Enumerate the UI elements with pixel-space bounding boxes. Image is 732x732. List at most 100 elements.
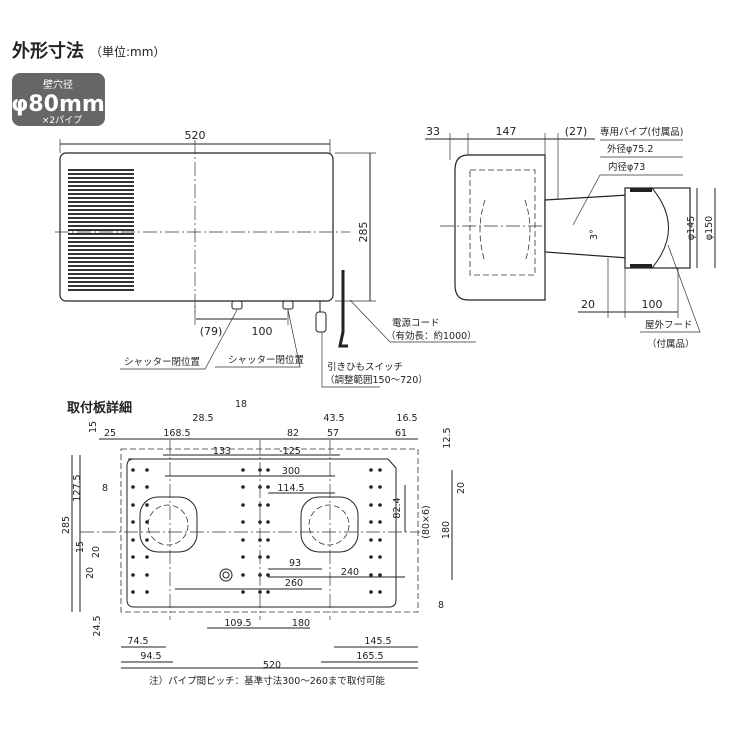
plate-outline <box>126 458 397 608</box>
dim-27: (27) <box>565 125 588 138</box>
plate-note: 注）パイプ間ピッチ：基準寸法300～260まで取付可能 <box>149 675 385 687</box>
dim-74-5: 74.5 <box>127 636 148 647</box>
screw-hole <box>145 590 149 594</box>
badge-label: 壁穴径 <box>43 78 73 91</box>
screw-hole <box>241 485 245 489</box>
shutter-label-2: シャッター閉位置 <box>228 354 304 366</box>
dim-pitch: 100 <box>252 325 273 338</box>
screw-hole <box>145 520 149 524</box>
screw-hole <box>241 520 245 524</box>
dim-109-5: 109.5 <box>224 618 251 629</box>
screw-hole <box>241 538 245 542</box>
screw-hole-grid <box>131 468 382 594</box>
screw-hole <box>378 555 382 559</box>
screw-hole <box>369 503 373 507</box>
screw-hole <box>266 503 270 507</box>
switch-range: （調整範囲150～720） <box>325 374 428 386</box>
dim-180v: 180 <box>441 521 452 539</box>
screw-hole <box>266 468 270 472</box>
dim-285: 285 <box>61 516 72 534</box>
screw-hole <box>131 485 135 489</box>
dim-300: 300 <box>282 466 300 477</box>
dim-24-5: 24.5 <box>92 615 103 636</box>
screw-hole <box>131 590 135 594</box>
wall-hole-badge: 壁穴径 φ80mm ×2パイプ <box>11 73 105 126</box>
dim-80x6: (80×6) <box>421 505 432 539</box>
dim-20b: 20 <box>85 567 96 579</box>
dim-82: 82 <box>287 428 299 439</box>
screw-hole <box>378 538 382 542</box>
dim-165-5: 165.5 <box>356 651 383 662</box>
dim-125: -125 <box>279 446 301 457</box>
screw-hole <box>131 538 135 542</box>
dim-57: 57 <box>327 428 339 439</box>
dim-20: 20 <box>581 298 595 311</box>
dim-114-5: 114.5 <box>277 483 304 494</box>
screw-hole <box>145 468 149 472</box>
screw-hole <box>241 555 245 559</box>
screw-hole <box>131 555 135 559</box>
screw-hole <box>369 573 373 577</box>
page-title: 外形寸法 <box>12 40 84 62</box>
screw-hole <box>378 503 382 507</box>
screw-hole <box>258 520 262 524</box>
screw-hole <box>369 555 373 559</box>
center-mark <box>219 568 233 582</box>
screw-hole <box>241 573 245 577</box>
dim-hood-150: φ150 <box>704 216 715 240</box>
side-view: 33 147 (27) 専用パイプ(付属品) 外径φ75.2 内径φ73 3° … <box>425 125 716 350</box>
dim-15a: 15 <box>88 421 99 433</box>
screw-hole <box>266 520 270 524</box>
screw-hole <box>145 538 149 542</box>
screw-hole <box>266 573 270 577</box>
grille <box>68 169 134 291</box>
mounting-plate-detail: 取付板詳細 15 25 168.5 28.5 18 82 43.5 57 16.… <box>61 399 467 687</box>
screw-hole <box>369 590 373 594</box>
dim-147: 147 <box>496 125 517 138</box>
dim-520: 520 <box>263 660 281 671</box>
screw-hole <box>378 485 382 489</box>
screw-hole <box>266 590 270 594</box>
angle-label: 3° <box>589 229 600 240</box>
plate-title: 取付板詳細 <box>67 400 132 416</box>
dim-20c: 20 <box>456 482 467 494</box>
dim-8b: 8 <box>438 600 444 611</box>
screw-hole <box>145 485 149 489</box>
outdoor-hood <box>624 187 691 269</box>
dim-133: 133 <box>213 446 231 457</box>
dim-168-5: 168.5 <box>163 428 190 439</box>
screw-hole <box>131 468 135 472</box>
dim-240: 240 <box>341 567 359 578</box>
pipe-hole-right <box>300 496 359 553</box>
dim-61: 61 <box>395 428 407 439</box>
dim-height: 285 <box>357 222 370 243</box>
dim-28-5: 28.5 <box>192 413 213 424</box>
cord-length: （有効長：約1000） <box>386 330 477 342</box>
dim-33: 33 <box>426 125 440 138</box>
dim-15b: 15 <box>75 541 86 553</box>
screw-hole <box>369 538 373 542</box>
screw-hole <box>369 468 373 472</box>
pipe <box>544 194 629 259</box>
dim-127-5: 127.5 <box>72 474 83 501</box>
dim-8a: 8 <box>102 483 108 494</box>
dim-260: 260 <box>285 578 303 589</box>
pull-switch <box>315 311 327 333</box>
inner-diameter: 内径φ73 <box>608 161 645 173</box>
dim-145-5: 145.5 <box>364 636 391 647</box>
screw-hole <box>266 555 270 559</box>
screw-hole <box>131 520 135 524</box>
dim-12-5: 12.5 <box>442 427 453 448</box>
dim-180h: 180 <box>292 618 310 629</box>
unit-label: （単位:mm） <box>90 44 165 59</box>
screw-hole <box>266 485 270 489</box>
screw-hole <box>241 503 245 507</box>
screw-hole <box>369 485 373 489</box>
screw-hole <box>131 573 135 577</box>
screw-hole <box>378 573 382 577</box>
dim-width: 520 <box>185 129 206 142</box>
front-view: 520 285 (79) 100 シャッター閉位置 シャッター閉位置 引きひもス… <box>55 129 477 388</box>
hood-label: 屋外フード <box>645 319 693 331</box>
dim-16-5: 16.5 <box>396 413 417 424</box>
